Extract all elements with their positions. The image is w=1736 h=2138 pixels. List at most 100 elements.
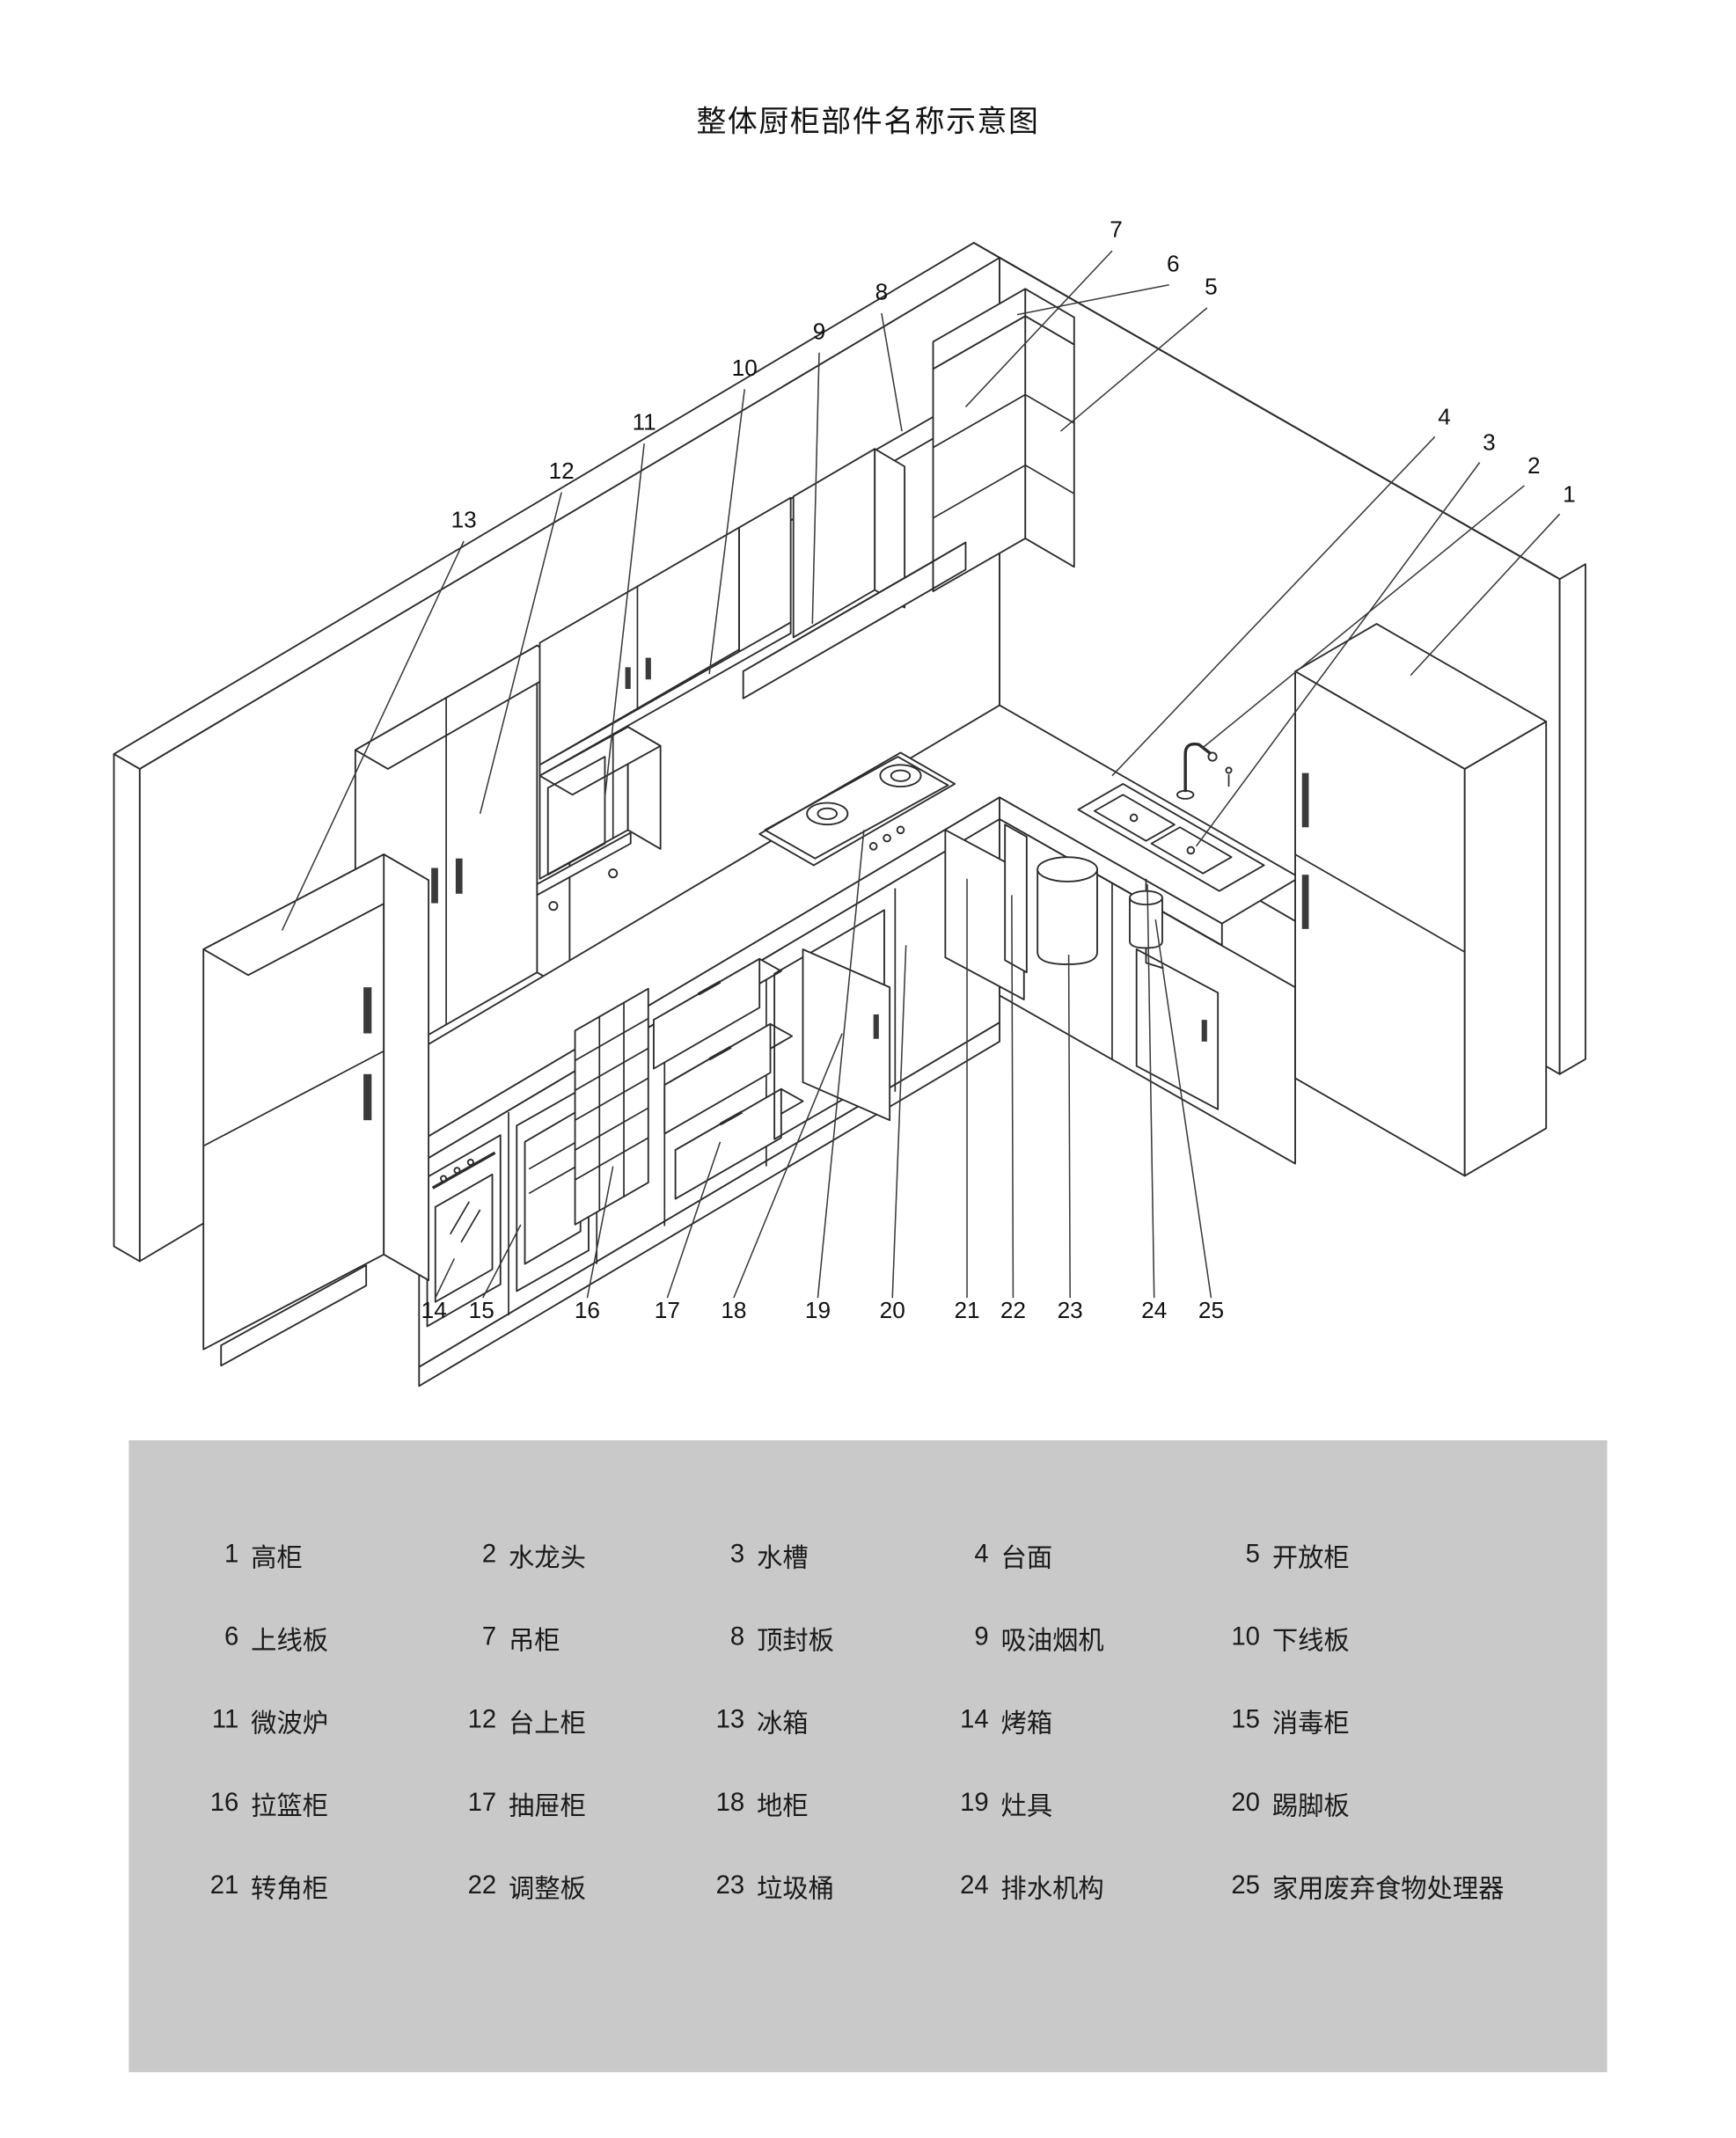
legend-item: 8 顶封板 [709, 1618, 953, 1658]
callout-number: 12 [549, 458, 575, 484]
legend-item-number: 7 [481, 1623, 497, 1652]
legend-item-number: 13 [715, 1706, 745, 1735]
legend-item-name: 家用废弃食物处理器 [1271, 1874, 1505, 1904]
legend-item-number: 9 [974, 1623, 989, 1652]
range-hood [742, 448, 967, 699]
sink [1077, 783, 1265, 892]
legend-item-number: 11 [211, 1706, 239, 1735]
callout-number: 11 [633, 409, 656, 436]
microwave [536, 726, 662, 912]
callout-number: 2 [1527, 452, 1541, 479]
legend-item-name: 烤箱 [1000, 1709, 1053, 1739]
diagram-title: 整体厨柜部件名称示意图 [696, 104, 1040, 139]
callout-labels: 1 2 3 4 5 6 7 8 9 10 11 12 13 14 15 16 1… [421, 216, 1576, 1323]
callout-number: 5 [1205, 273, 1218, 299]
legend-item-name: 抽屉柜 [509, 1791, 586, 1821]
legend-item-number: 12 [467, 1706, 497, 1735]
legend-item-number: 4 [974, 1541, 989, 1570]
legend-item-number: 24 [960, 1871, 989, 1900]
callout-number: 24 [1141, 1297, 1167, 1323]
right-base-open-door [1135, 948, 1220, 1110]
legend-item: 11 微波炉 [203, 1701, 461, 1741]
callout-number: 10 [732, 355, 758, 381]
legend-item-name: 台面 [1000, 1543, 1053, 1573]
legend-item: 25 家用废弃食物处理器 [1225, 1866, 1608, 1907]
legend-item-name: 地柜 [757, 1791, 809, 1821]
legend-item-number: 8 [729, 1623, 745, 1652]
callout-number: 20 [880, 1297, 905, 1323]
legend-item: 12 台上柜 [461, 1701, 709, 1741]
legend-item-number: 23 [715, 1871, 745, 1900]
legend-item: 17 抽屉柜 [461, 1783, 709, 1824]
callout-number: 4 [1438, 403, 1451, 429]
legend-item: 10 下线板 [1225, 1618, 1608, 1658]
drawer-cabinet [653, 957, 804, 1200]
legend-item-name: 顶封板 [757, 1626, 834, 1656]
legend-item-number: 1 [223, 1541, 239, 1570]
legend-item-name: 高柜 [251, 1543, 303, 1573]
legend-item-name: 灶具 [1000, 1791, 1053, 1821]
legend-item-number: 21 [209, 1871, 239, 1900]
legend-item-name: 垃圾桶 [757, 1874, 834, 1904]
legend-item-number: 15 [1231, 1706, 1260, 1735]
trash-bin [1036, 856, 1098, 965]
callout-number: 13 [451, 507, 477, 533]
sterilizer [516, 1084, 590, 1292]
legend-item-number: 14 [960, 1706, 989, 1735]
legend-item-number: 2 [481, 1541, 497, 1570]
legend-item-name: 排水机构 [1000, 1874, 1104, 1904]
legend-item: 13 冰箱 [709, 1701, 953, 1741]
legend-item-name: 转角柜 [251, 1874, 329, 1904]
faucet [1176, 743, 1233, 800]
callout-number: 7 [1110, 216, 1123, 243]
legend-item-number: 17 [467, 1789, 497, 1818]
callout-number: 6 [1167, 250, 1180, 276]
legend-item-number: 6 [223, 1623, 239, 1652]
callout-number: 18 [721, 1297, 746, 1323]
legend-item-name: 水槽 [757, 1543, 809, 1573]
legend-item-name: 调整板 [509, 1874, 586, 1904]
legend-item-number: 3 [729, 1541, 745, 1570]
legend-item: 6 上线板 [203, 1618, 461, 1658]
callout-number: 17 [655, 1297, 680, 1323]
legend-item-number: 16 [209, 1789, 239, 1818]
legend-item-number: 20 [1231, 1789, 1260, 1818]
legend-item: 24 排水机构 [954, 1866, 1225, 1907]
pull-basket-cabinet [574, 987, 649, 1226]
adjust-board [1004, 824, 1028, 974]
legend-item-name: 上线板 [251, 1626, 329, 1656]
callout-number: 16 [575, 1297, 600, 1323]
legend-item: 23 垃圾桶 [709, 1866, 953, 1907]
callout-number: 1 [1563, 480, 1576, 507]
legend-item: 21 转角柜 [203, 1866, 461, 1907]
callout-number: 19 [805, 1297, 831, 1323]
legend-item-name: 冰箱 [757, 1709, 809, 1739]
legend-item: 4 台面 [954, 1535, 1225, 1576]
drain-disposer [1129, 878, 1164, 970]
legend-item-name: 微波炉 [251, 1709, 329, 1739]
callout-number: 21 [954, 1297, 979, 1323]
legend-item-number: 10 [1231, 1623, 1260, 1652]
callout-number: 23 [1058, 1297, 1083, 1323]
callout-number: 22 [1000, 1297, 1026, 1323]
legend-item: 18 地柜 [709, 1783, 953, 1824]
legend-item-name: 吸油烟机 [1000, 1626, 1104, 1656]
legend-item-number: 5 [1245, 1541, 1260, 1570]
legend-item-name: 台上柜 [509, 1709, 586, 1739]
legend-item-name: 下线板 [1271, 1626, 1350, 1656]
legend-item-number: 18 [715, 1789, 745, 1818]
hob [758, 751, 956, 867]
legend-item: 2 水龙头 [461, 1535, 709, 1576]
legend-item-number: 25 [1231, 1871, 1260, 1900]
legend-item-name: 水龙头 [509, 1543, 586, 1573]
callout-number: 15 [469, 1297, 494, 1323]
tall-cabinet [1294, 623, 1548, 1177]
